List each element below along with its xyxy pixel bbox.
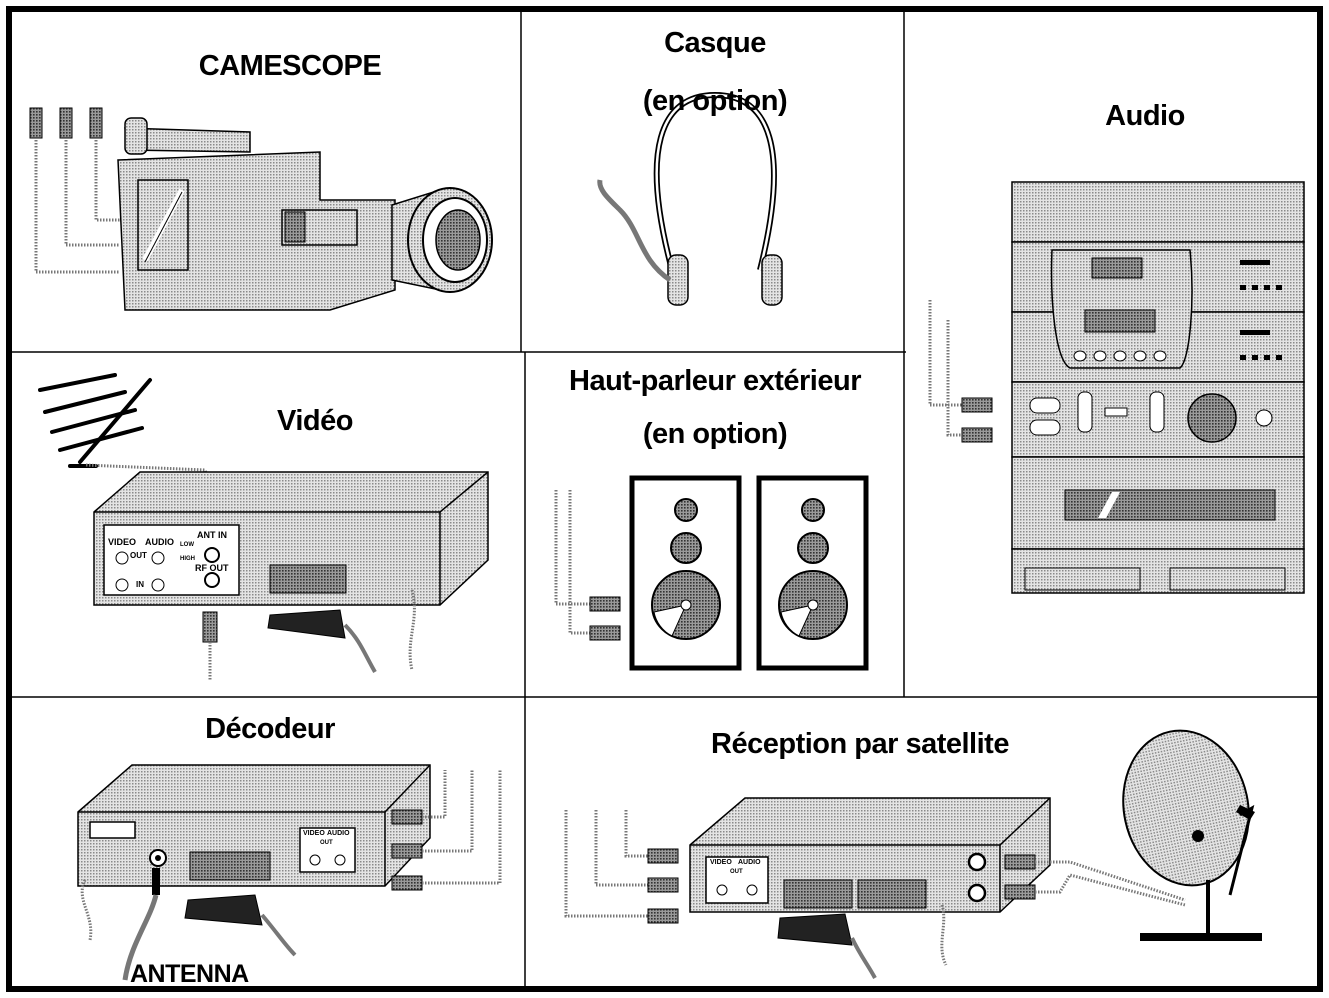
decoder-illustration (77, 764, 502, 981)
satellite-title: Réception par satellite (711, 728, 1009, 760)
vcr-label-audio: AUDIO (145, 537, 174, 547)
speaker-right (756, 475, 869, 671)
speaker-left (629, 475, 742, 671)
casque-title: Casque (664, 27, 766, 59)
headphones-illustration (597, 91, 783, 306)
vcr-label-low: LOW (180, 542, 194, 548)
decodeur-title: Décodeur (205, 713, 335, 745)
antenna-label: ANTENNA (130, 960, 249, 988)
decoder-label-video: VIDEO (303, 830, 325, 837)
satellite-label-video: VIDEO (710, 859, 732, 866)
camescope-title: CAMESCOPE (198, 50, 382, 82)
vcr-label-video: VIDEO (108, 537, 137, 547)
vcr-illustration (38, 373, 489, 680)
hifi-system-illustration (928, 181, 1305, 594)
vcr-label-in: IN (136, 580, 144, 589)
casque-subtitle: (en option) (642, 85, 788, 117)
satellite-label-audio: AUDIO (738, 859, 761, 866)
satellite-receiver-illustration (564, 729, 1262, 979)
panel-dividers (12, 12, 1317, 986)
vcr-label-high: HIGH (180, 556, 195, 562)
speakers-illustration (554, 475, 869, 671)
vcr-label-ant-in: ANT IN (197, 530, 227, 540)
audio-title: Audio (1105, 100, 1185, 132)
decoder-label-out: OUT (320, 840, 333, 846)
haut-parleur-title: Haut-parleur extérieur (569, 365, 862, 397)
vcr-label-out: OUT (130, 551, 147, 560)
haut-parleur-subtitle: (en option) (642, 418, 788, 450)
satellite-label-out: OUT (730, 869, 743, 875)
camcorder-plugs (29, 107, 103, 139)
decoder-label-audio: AUDIO (327, 830, 350, 837)
vcr-label-rf-out: RF OUT (195, 563, 229, 573)
video-title: Vidéo (277, 405, 353, 437)
camcorder-illustration (29, 107, 493, 311)
